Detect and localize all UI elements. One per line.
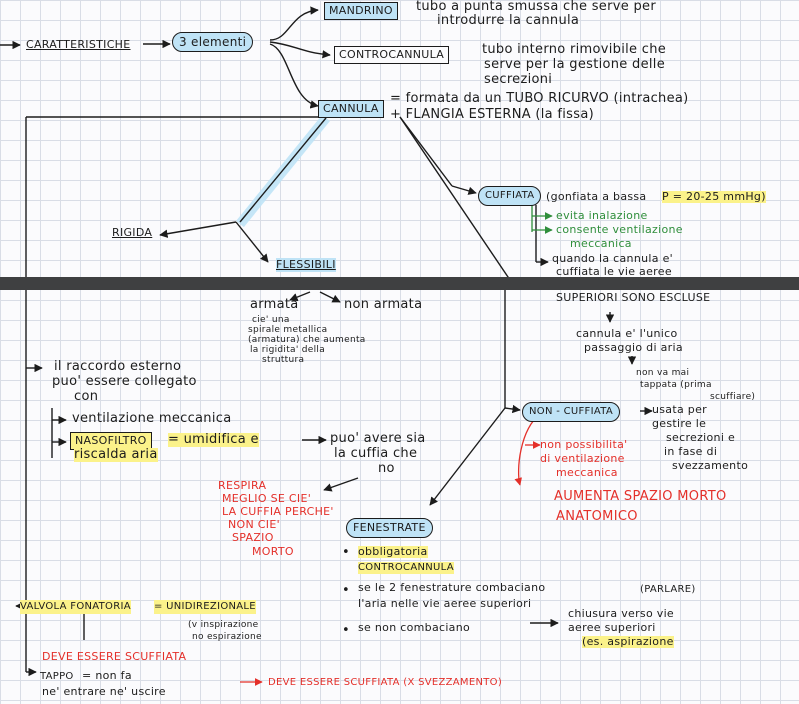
non-cuffiata-bubble: NON - CUFFIATA: [522, 402, 620, 422]
mandrino-box: MANDRINO: [324, 2, 398, 20]
bullet-3b: chiusura verso vie: [568, 607, 675, 620]
quando-1: quando la cannula e': [552, 252, 673, 265]
valvola-desc-1: (v inspirazione: [188, 620, 259, 630]
valvola-fonatoria: VALVOLA FONATORIA: [20, 600, 131, 614]
cannula-desc-2: + FLANGIA ESTERNA (la fissa): [390, 107, 594, 122]
rigida-label: RIGIDA: [112, 226, 153, 239]
superiori-escluse: SUPERIORI SONO ESCLUSE: [556, 291, 711, 304]
usata-2: gestire le: [652, 417, 707, 430]
bullet-2-dot: •: [342, 583, 350, 598]
tappo-red-note: DEVE ESSERE SCUFFIATA (x svezzamento): [268, 677, 503, 688]
bullet-3a: se non combaciano: [358, 621, 471, 634]
tappo-desc-1: = non fa: [82, 669, 132, 682]
respira-2: MEGLIO SE CIE': [222, 492, 312, 505]
nonposs-3: meccanica: [556, 466, 618, 479]
bullet-3c: aeree superiori: [568, 621, 656, 634]
bullet-1b: CONTROCANNULA: [358, 562, 454, 574]
deve-essere-scuffiata: DEVE ESSERE SCUFFIATA: [42, 650, 187, 663]
armata-desc-2: spirale metallica: [248, 325, 328, 335]
mandrino-desc-2: introdurre la cannula: [437, 13, 580, 28]
flessibili-label: FLESSIBILI: [276, 258, 336, 272]
tre-elementi-bubble: 3 elementi: [172, 32, 254, 52]
mai-2: tappata (prima: [640, 380, 712, 390]
armata-label: armata: [250, 297, 299, 312]
armata-desc-3: (armatura) che aumenta: [248, 335, 366, 345]
controcannula-desc-2: serve per la gestione delle: [484, 57, 666, 72]
mai-1: non va mai: [636, 368, 690, 378]
usata-4: in fase di: [664, 445, 718, 458]
respira-6: MORTO: [252, 545, 294, 558]
armata-desc-4: la rigidita' della: [250, 345, 326, 355]
brace-elementi: [269, 6, 319, 41]
armata-desc-5: struttura: [262, 355, 305, 365]
quando-2: cuffiata le vie aeree: [556, 265, 672, 278]
respira-3: LA CUFFIA PERCHE': [222, 505, 334, 518]
cuffiata-desc: (gonfiata a bassa: [546, 190, 647, 203]
controcannula-desc-3: secrezioni: [484, 72, 553, 87]
fenestrate-bubble: FENESTRATE: [346, 518, 433, 538]
ventilazione-meccanica: ventilazione meccanica: [72, 411, 232, 426]
respira-1: RESPIRA: [218, 479, 267, 492]
nonposs-2: di ventilazione: [540, 452, 625, 465]
tappo-label: TAPPO: [40, 671, 74, 682]
unico-1: cannula e' l'unico: [576, 327, 678, 340]
mai-3: scuffiare): [710, 392, 756, 402]
tappo-desc-2: ne' entrare ne' uscire: [42, 685, 166, 698]
bullet-3-dot: •: [342, 623, 350, 638]
bullet-1a: obbligatoria: [358, 545, 428, 558]
usata-1: usata per: [652, 403, 707, 416]
controcannula-desc-1: tubo interno rimovibile che: [482, 42, 667, 57]
cuffiata-meccanica: meccanica: [570, 237, 632, 250]
nasofiltro-desc: = umidifica e: [168, 432, 259, 447]
puo-2: la cuffia che: [334, 446, 418, 461]
respira-5: SPAZIO: [232, 531, 274, 544]
usata-3: secrezioni e: [666, 431, 736, 444]
bullet-1-dot: •: [342, 545, 350, 560]
respira-4: NON CIE': [228, 518, 280, 531]
unico-2: passaggio di aria: [584, 341, 683, 354]
raccordo-1: il raccordo esterno: [54, 359, 182, 374]
cuffiata-evita: evita inalazione: [556, 209, 648, 222]
cannula-box: CANNULA: [318, 100, 384, 118]
scroll-divider-bar: [0, 277, 799, 290]
mandrino-desc-1: tubo a punta smussa che serve per: [416, 0, 656, 14]
armata-desc-1: cie' una: [252, 315, 290, 325]
bullet-3d: (es. aspirazione: [582, 635, 674, 648]
aumenta-1: AUMENTA SPAZIO MORTO: [554, 489, 727, 504]
bullet-2c: l'aria nelle vie aeree superiori: [358, 597, 532, 610]
nonposs-1: non possibilita': [540, 438, 628, 451]
raccordo-2: puo' essere collegato: [52, 374, 197, 389]
controcannula-box: CONTROCANNULA: [334, 46, 450, 64]
cuffiata-bubble: CUFFIATA: [478, 186, 542, 206]
cannula-desc-1: = formata da un TUBO RICURVO (intrachea): [390, 91, 689, 106]
cuffiata-pressione: P = 20-25 mmHg): [662, 190, 766, 203]
aumenta-2: ANATOMICO: [556, 509, 638, 524]
bullet-2b: (PARLARE): [640, 584, 696, 595]
puo-3: no: [378, 461, 395, 476]
cuffiata-consente: consente ventilazione: [556, 223, 683, 236]
bullet-2a: se le 2 fenestrature combaciano: [358, 581, 546, 594]
caratteristiche-label: CARATTERISTICHE: [26, 38, 131, 51]
non-armata-label: non armata: [344, 297, 423, 312]
nasofiltro-box: NASOFILTRO: [70, 432, 152, 450]
usata-5: svezzamento: [672, 459, 749, 472]
unidirezionale: = UNIDIREZIONALE: [154, 600, 256, 614]
puo-1: puo' avere sia: [330, 431, 426, 446]
raccordo-3: con: [74, 389, 99, 404]
riscalda-aria: riscalda aria: [74, 447, 158, 462]
valvola-desc-2: no espirazione: [192, 632, 262, 642]
